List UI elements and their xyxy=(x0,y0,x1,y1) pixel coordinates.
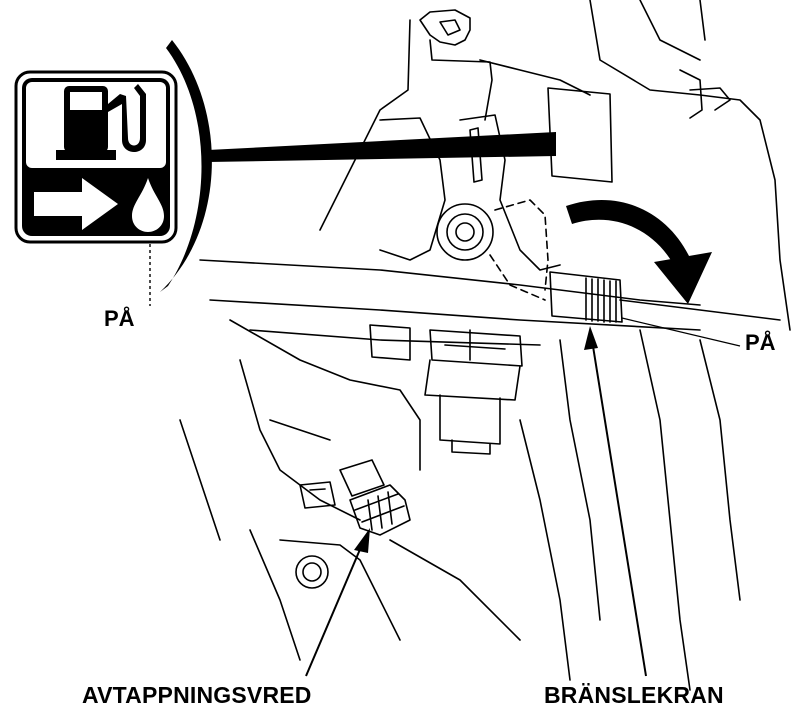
on-label-right: PÅ xyxy=(745,330,776,355)
rotation-arrow-icon xyxy=(566,200,712,304)
drain-knob-leader xyxy=(305,528,370,677)
on-label-left: PÅ xyxy=(104,306,135,331)
decal-callout-wedge xyxy=(208,132,556,162)
fuel-valve-leader xyxy=(584,326,647,677)
right-arrow-icon xyxy=(34,178,118,230)
drain-knob-label: AVTAPPNINGSVRED xyxy=(82,682,312,708)
fuel-valve-label: BRÄNSLEKRAN xyxy=(544,682,724,708)
engine-line-art xyxy=(179,0,791,691)
fuel-on-decal xyxy=(14,40,212,292)
on-right-leader xyxy=(621,317,741,347)
fuel-drop-icon xyxy=(132,178,164,232)
decal-bracket xyxy=(160,40,212,292)
fuel-pump-icon xyxy=(56,84,146,160)
